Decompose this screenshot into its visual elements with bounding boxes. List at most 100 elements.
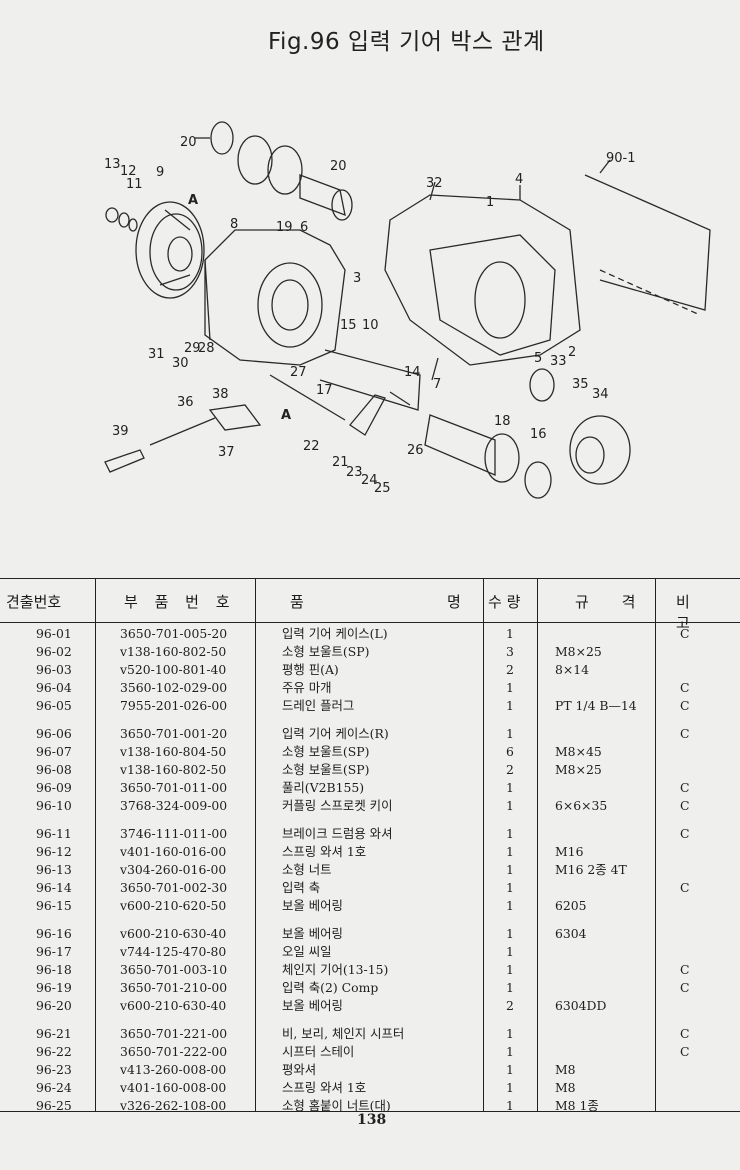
row-remarks: C [680, 880, 690, 895]
row-part-no: v138-160-802-50 [120, 762, 227, 777]
row-qty: 1 [506, 698, 514, 713]
row-part-no: 3650-701-001-20 [120, 726, 228, 741]
row-name: 체인지 기어(13-15) [282, 962, 389, 977]
row-qty: 1 [506, 680, 514, 695]
svg-text:A: A [188, 193, 198, 208]
row-index-no: 96-07 [36, 744, 72, 759]
row-index-no: 96-24 [36, 1080, 72, 1095]
svg-text:39: 39 [112, 424, 129, 439]
row-qty: 2 [506, 762, 514, 777]
row-name: 드레인 플러그 [282, 698, 355, 713]
svg-text:3: 3 [353, 271, 361, 286]
row-spec: M16 2종 4T [555, 862, 627, 877]
row-qty: 1 [506, 1062, 514, 1077]
header-qty: 수 량 [488, 593, 521, 611]
row-name: 시프터 스테이 [282, 1044, 355, 1059]
svg-text:26: 26 [407, 443, 424, 458]
svg-text:32: 32 [426, 176, 443, 191]
row-name: 브레이크 드럼용 와셔 [282, 826, 393, 841]
row-index-no: 96-04 [36, 680, 72, 695]
row-name: 스프링 와셔 1호 [282, 844, 367, 859]
svg-text:5: 5 [534, 351, 542, 366]
row-qty: 1 [506, 926, 514, 941]
svg-text:28: 28 [198, 341, 215, 356]
row-qty: 1 [506, 980, 514, 995]
row-name: 비, 보리, 체인지 시프터 [282, 1026, 405, 1041]
row-name: 보올 베어링 [282, 926, 343, 941]
row-index-no: 96-09 [36, 780, 72, 795]
row-spec: 6304DD [555, 998, 607, 1013]
row-spec: M8×25 [555, 644, 602, 659]
row-remarks: C [680, 680, 690, 695]
row-qty: 1 [506, 880, 514, 895]
row-part-no: 3768-324-009-00 [120, 798, 228, 813]
svg-text:90-1: 90-1 [606, 151, 636, 166]
input-shaft-part [319, 349, 421, 411]
svg-text:8: 8 [230, 217, 238, 232]
row-part-no: v600-210-620-50 [120, 898, 227, 913]
row-name: 풀리(V2B155) [282, 780, 365, 795]
row-index-no: 96-23 [36, 1062, 72, 1077]
row-qty: 1 [506, 898, 514, 913]
row-index-no: 96-12 [36, 844, 72, 859]
row-name: 입력 축 [282, 880, 321, 895]
row-index-no: 96-11 [36, 826, 72, 841]
row-part-no: v138-160-802-50 [120, 644, 227, 659]
svg-text:24: 24 [361, 473, 378, 488]
row-name: 평와셔 [282, 1062, 317, 1077]
svg-text:25: 25 [374, 481, 391, 496]
row-part-no: v401-160-016-00 [120, 844, 227, 859]
row-qty: 1 [506, 1044, 514, 1059]
row-part-no: 3560-102-029-00 [120, 680, 228, 695]
row-spec: M16 [555, 844, 584, 859]
row-qty: 6 [506, 744, 514, 759]
svg-text:9: 9 [156, 165, 164, 180]
row-spec: M8×25 [555, 762, 602, 777]
row-index-no: 96-15 [36, 898, 72, 913]
row-part-no: 3650-701-002-30 [120, 880, 228, 895]
row-index-no: 96-01 [36, 626, 72, 641]
row-name: 커플링 스프로켓 키이 [282, 798, 393, 813]
row-qty: 1 [506, 862, 514, 877]
row-part-no: v520-100-801-40 [120, 662, 227, 677]
svg-text:10: 10 [362, 318, 379, 333]
svg-text:37: 37 [218, 445, 235, 460]
svg-text:38: 38 [212, 387, 229, 402]
row-name: 입력 기어 케이스(L) [282, 626, 388, 641]
svg-text:22: 22 [303, 439, 320, 454]
svg-text:11: 11 [126, 177, 143, 192]
row-qty: 1 [506, 826, 514, 841]
header-spec: 규 격 [575, 593, 650, 611]
gear-case-left-part [204, 229, 346, 366]
row-part-no: 3746-111-011-00 [120, 826, 228, 841]
row-remarks: C [680, 780, 690, 795]
svg-text:20: 20 [180, 135, 197, 150]
row-remarks: C [680, 826, 690, 841]
exploded-parts-diagram: 20 13 12 11 9 A 8 19 6 20 90-1 32 4 1 3 … [104, 121, 711, 499]
header-name-1: 품 [290, 593, 304, 611]
row-index-no: 96-10 [36, 798, 72, 813]
row-part-no: v744-125-470-80 [120, 944, 227, 959]
svg-text:A: A [281, 408, 291, 423]
row-qty: 1 [506, 626, 514, 641]
svg-text:6: 6 [300, 220, 308, 235]
row-part-no: 3650-701-005-20 [120, 626, 228, 641]
row-part-no: v326-262-108-00 [120, 1098, 227, 1113]
row-qty: 2 [506, 662, 514, 677]
svg-text:29: 29 [184, 341, 201, 356]
svg-text:18: 18 [494, 414, 511, 429]
row-index-no: 96-25 [36, 1098, 72, 1113]
row-index-no: 96-19 [36, 980, 72, 995]
row-name: 입력 축(2) Comp [282, 980, 379, 995]
row-index-no: 96-06 [36, 726, 72, 741]
row-qty: 2 [506, 998, 514, 1013]
